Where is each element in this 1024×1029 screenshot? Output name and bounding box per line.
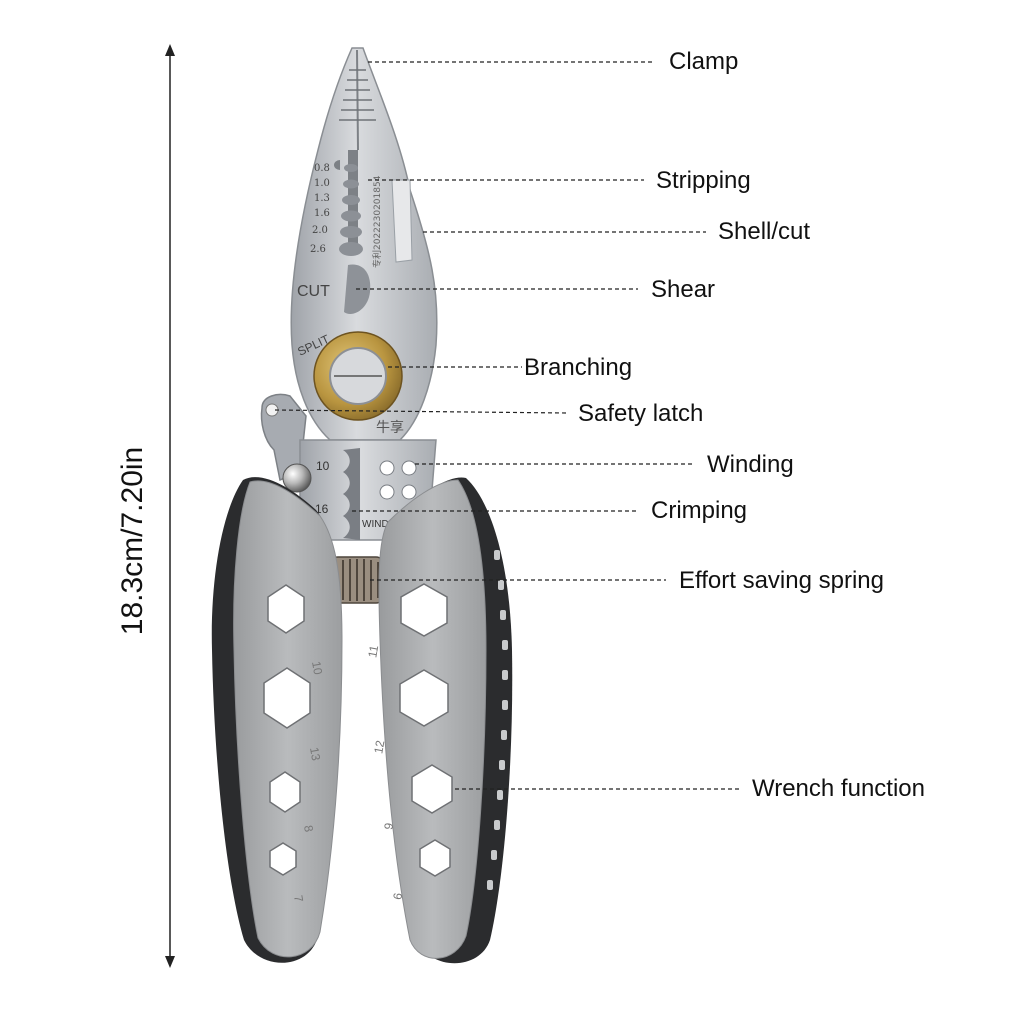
left-handle: 10 13 8 7 (211, 477, 343, 963)
cut-marking: CUT (297, 283, 330, 300)
callout-stripping: Stripping (656, 167, 751, 194)
gauge-mark: 2.6 (310, 244, 326, 255)
right-wrench-holes (399, 583, 453, 877)
winding-holes (379, 460, 417, 500)
gauge-labels: 0.8 1.0 1.3 1.6 2.0 2.6 (310, 163, 330, 255)
right-wrench-size: 11 (365, 644, 381, 659)
left-wrench-size: 10 (309, 660, 325, 676)
dimension-label: 18.3cm/7.20in (116, 446, 149, 636)
gauge-mark: 1.6 (314, 208, 330, 219)
grip-ridges (487, 550, 508, 890)
gauge-mark: 0.8 (314, 163, 330, 174)
crimp-size-label: 10 (316, 459, 330, 473)
callout-spring: Effort saving spring (679, 567, 884, 594)
crimp-size-label: 16 (315, 502, 329, 516)
stripping-notches (334, 150, 358, 250)
callout-branching: Branching (524, 354, 633, 381)
right-handle: 11 12 9 6 (365, 477, 513, 964)
clamp-serrations (339, 69, 376, 121)
right-wrench-size: 6 (390, 891, 405, 900)
left-wrench-holes (263, 584, 311, 876)
brand-marking: 牛享 (376, 419, 404, 436)
leader-lines (274, 61, 740, 790)
serial-marking: 专利2022230201854 (371, 175, 383, 268)
pivot-branching (313, 331, 403, 421)
shell-cut-blade (391, 179, 413, 263)
callout-shear: Shear (651, 276, 716, 303)
callout-crimping: Crimping (651, 497, 748, 524)
left-wrench-size: 13 (307, 746, 323, 762)
crimp-teeth (343, 448, 360, 540)
callout-winding: Winding (707, 451, 794, 478)
dimension-arrow (165, 44, 175, 968)
gauge-mark: 2.0 (312, 225, 328, 236)
wind-marking: WINDI (362, 519, 391, 530)
gauge-mark: 1.3 (314, 193, 330, 204)
latch-ball (282, 463, 312, 493)
right-wrench-size: 12 (371, 739, 387, 755)
stripping-holes (339, 164, 363, 256)
left-wrench-size: 8 (301, 824, 316, 833)
gauge-mark: 1.0 (314, 178, 330, 189)
callout-safety-latch: Safety latch (578, 400, 704, 427)
right-wrench-size: 9 (381, 821, 396, 830)
left-wrench-size: 7 (291, 894, 306, 903)
callout-shell-cut: Shell/cut (718, 218, 811, 245)
callout-wrench: Wrench function (752, 775, 925, 802)
callout-clamp: Clamp (669, 48, 739, 75)
